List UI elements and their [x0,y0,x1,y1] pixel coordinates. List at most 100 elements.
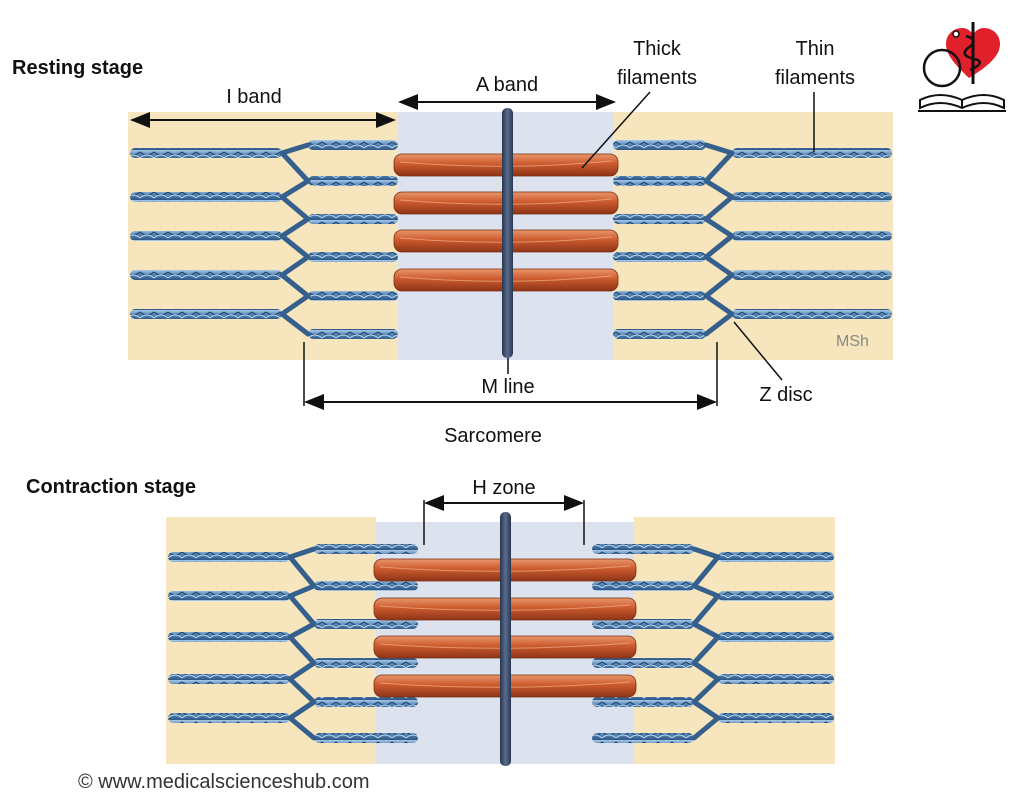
thick-filaments-pointer [581,91,651,169]
z-disc-link [691,593,721,627]
contraction-panel [166,512,835,766]
thin-filament [308,176,398,186]
z-disc-link [287,699,317,721]
z-disc-link [691,699,721,721]
thin-filament [718,591,834,601]
thin-filament [592,544,694,554]
z-disc-link [287,554,317,589]
z-disc-link [703,293,735,317]
medical-logo-icon [918,22,1006,112]
thin-filament [613,214,706,224]
h-zone-label: H zone [472,477,535,499]
watermark-msh: MSh [836,333,869,350]
thin-filament [168,632,290,642]
resting-filaments [130,140,892,339]
z-disc-link [703,142,735,156]
contraction-m-line [500,512,511,766]
resting-m-line [502,108,513,358]
thin-filament [718,674,834,684]
thin-filament [732,231,892,241]
z-disc-link [279,272,311,299]
z-disc-link [287,621,317,640]
thick-filaments-label-line1: Thick [633,38,682,60]
contraction-stage-title: Contraction stage [26,476,196,498]
thin-filament [718,713,834,723]
thin-filament [613,176,706,186]
z-disc-link [703,150,735,184]
resting-stage-title: Resting stage [12,57,143,79]
thin-filament [314,733,418,743]
z-disc-link [691,676,721,705]
thin-filament [130,270,282,280]
thin-filament [314,581,418,591]
z-disc-link [279,216,311,239]
thin-filament [592,658,694,668]
thin-filament [613,140,706,150]
thin-filament [130,231,282,241]
z-disc-link [287,583,317,599]
thin-filament [168,713,290,723]
z-disc-link [691,621,721,640]
thin-filament [130,192,282,202]
z-disc-link [703,233,735,260]
z-disc-link [279,254,311,278]
z-disc-link [279,293,311,317]
thin-filament [732,148,892,158]
thin-filament [592,619,694,629]
z-disc-link [691,660,721,682]
thin-filament [308,291,398,301]
i-band-label: I band [226,86,282,108]
z-disc-link [691,583,721,599]
thin-filament [613,291,706,301]
z-disc-link [703,194,735,222]
thin-filaments-label-line2: filaments [775,67,855,89]
z-disc-label: Z disc [759,384,812,406]
contraction-filaments [168,544,834,743]
thin-filament [168,552,290,562]
thin-filament [613,329,706,339]
z-disc-link [287,593,317,627]
thin-filament [308,252,398,262]
z-disc-link [287,676,317,705]
thin-filament [308,140,398,150]
copyright-footer: © www.medicalscienceshub.com [78,771,370,793]
thick-filaments-label-line2: filaments [617,67,697,89]
resting-panel [128,108,893,360]
a-band-label: A band [476,74,538,96]
z-disc-link [279,194,311,222]
m-line-label: M line [481,376,534,398]
z-disc-link [703,254,735,278]
thin-filament [130,309,282,319]
z-disc-pointer [733,321,783,381]
thin-filament [168,674,290,684]
thin-filament [308,214,398,224]
z-disc-link [703,272,735,299]
z-disc-link [279,142,311,156]
thin-filament [314,544,418,554]
thin-filament [732,270,892,280]
z-disc-link [691,715,721,741]
thin-filament [168,591,290,601]
sarcomere-label: Sarcomere [444,425,542,447]
thin-filament [130,148,282,158]
z-disc-link [287,715,317,741]
thin-filament [314,697,418,707]
z-disc-link [703,216,735,239]
z-disc-link [279,233,311,260]
z-disc-link [279,311,311,337]
thin-filament [592,733,694,743]
thin-filament [314,658,418,668]
z-disc-link [691,546,721,560]
thin-filament [732,192,892,202]
z-disc-link [691,554,721,589]
thin-filament [592,581,694,591]
z-disc-link [691,634,721,666]
z-disc-link [287,546,317,560]
thin-filament [732,309,892,319]
z-disc-link [287,660,317,682]
thin-filament [314,619,418,629]
thin-filament [592,697,694,707]
thin-filament [308,329,398,339]
z-disc-link [703,311,735,337]
